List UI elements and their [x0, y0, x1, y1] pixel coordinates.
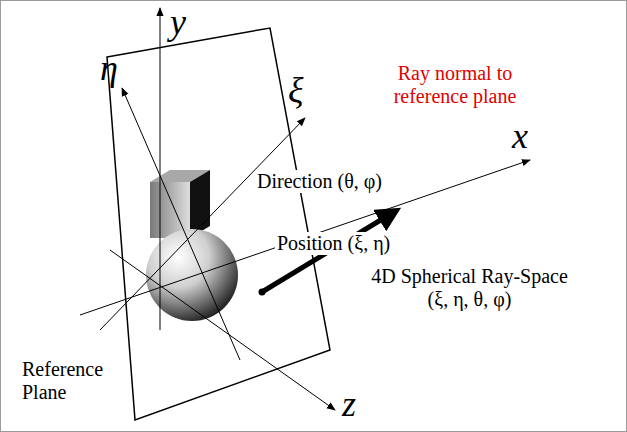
- plane-label: Reference Plane: [22, 358, 127, 404]
- axis-label: y: [170, 4, 186, 40]
- xi-axis: [100, 118, 305, 330]
- ray-caption: Ray normal to reference plane: [370, 62, 540, 108]
- direction-label: Direction (θ, φ): [255, 170, 384, 193]
- ray-space-label: 4D Spherical Ray-Space (ξ, η, θ, φ): [360, 265, 579, 311]
- axis-label: z: [342, 386, 356, 422]
- cube: [150, 170, 210, 238]
- axis-label: η: [100, 50, 118, 86]
- z-axis: [110, 250, 335, 410]
- reference-plane: [107, 28, 330, 420]
- position-label: Position (ξ, η): [275, 232, 392, 255]
- axis-label: ξ: [288, 72, 303, 108]
- axis-label: x: [512, 118, 528, 154]
- eta-axis: [122, 88, 240, 360]
- y-axis: [160, 8, 161, 330]
